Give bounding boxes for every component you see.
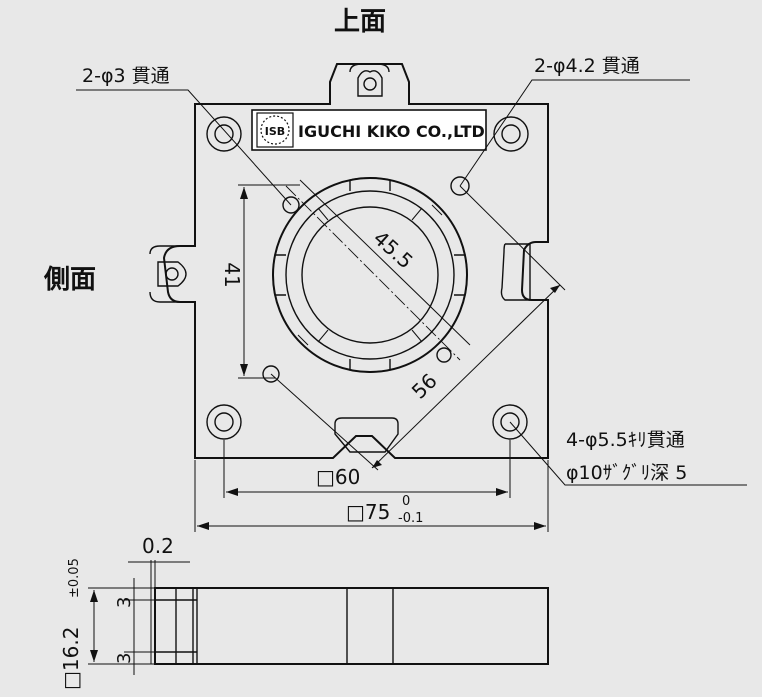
hole-phi3-bottom: [262, 365, 280, 383]
dim-56-line: [371, 284, 561, 469]
dim-56-text: 56: [407, 369, 442, 404]
logo-mark: ISB: [265, 125, 285, 138]
dim-45-line: [299, 179, 471, 346]
left-ear-hole: [165, 267, 179, 281]
side-view: [150, 560, 549, 665]
dim-side-3-bottom: 3: [114, 653, 135, 664]
top-view-label: 上面: [334, 7, 386, 37]
bottom-notch: [334, 417, 399, 453]
dim-02-text: 0.2: [142, 534, 174, 558]
left-ear-slot: [149, 245, 195, 303]
label-counterbore-2: φ10ｻﾞｸﾞﾘ深 5: [566, 462, 687, 484]
counterbore-hole-br: [492, 404, 528, 440]
dim-45-text: 45.5: [369, 226, 418, 274]
logo-mark-box: [256, 112, 294, 148]
ext-56-lower: [270, 373, 379, 471]
counterbore-hole-tl: [206, 116, 242, 152]
ext-56-upper: [459, 185, 566, 291]
hole-phi3-top: [282, 196, 300, 214]
leader-phi3: [76, 89, 292, 206]
label-phi42: 2-φ4.2 貫通: [534, 55, 640, 77]
diag-centerline-1: [285, 185, 461, 361]
dim-side-3-top: 3: [114, 597, 135, 608]
plate-outline: [162, 63, 549, 459]
counterbore-hole-tr: [493, 116, 529, 152]
hole-phi42-top: [450, 176, 470, 196]
dim-162-text: □16.2: [59, 627, 83, 690]
dim-162-tol: ±0.05: [67, 558, 82, 598]
dim-75-text: □75: [346, 500, 390, 524]
side-body: [154, 587, 549, 665]
dim-75-tol-upper: 0: [402, 494, 410, 509]
hole-phi42-bottom: [436, 347, 452, 363]
top-ear-slot: [349, 63, 390, 97]
label-phi3: 2-φ3 貫通: [82, 65, 170, 87]
label-counterbore-1: 4-φ5.5ｷﾘ貫通: [566, 429, 685, 451]
counterbore-hole-bl: [206, 404, 242, 440]
dim-75-tol-lower: -0.1: [398, 511, 423, 526]
dim-41-text: 41: [220, 262, 244, 287]
leader-counterbore: [509, 421, 747, 486]
logo-text: IGUCHI KIKO CO.,LTD: [298, 122, 485, 141]
right-notch: [500, 243, 531, 301]
side-view-label: 側面: [43, 265, 96, 295]
leader-phi42: [459, 79, 690, 187]
dim-60-text: □60: [316, 465, 360, 489]
lens-mount: [272, 177, 468, 373]
top-ear-hole: [363, 77, 377, 91]
logo-mark-ring: [260, 115, 290, 145]
